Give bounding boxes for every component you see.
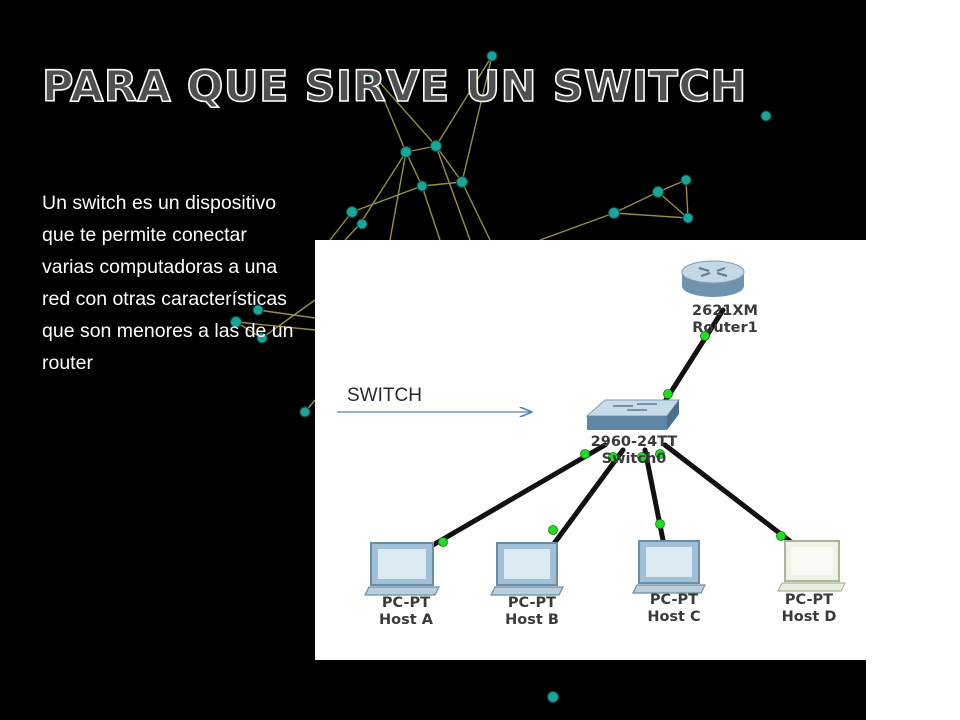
host-model: PC-PT <box>784 592 834 608</box>
host-model: PC-PT <box>381 595 431 611</box>
switch-label: 2960-24TT Switch0 <box>569 434 699 468</box>
host-label: PC-PT Host C <box>629 592 719 626</box>
host-b-icon <box>490 542 564 596</box>
link-switch-host-b <box>550 447 626 548</box>
slide-title: PARA QUE SIRVE UN SWITCH <box>41 61 747 113</box>
router-model: 2621XM <box>692 303 758 319</box>
network-background-graphic <box>230 50 772 703</box>
switch-icon <box>585 399 680 430</box>
host-label: PC-PT Host D <box>763 592 855 626</box>
router-icon <box>681 260 745 297</box>
host-model: PC-PT <box>649 592 699 608</box>
host-name: Host C <box>647 609 701 625</box>
host-model: PC-PT <box>507 595 557 611</box>
host-a-icon <box>364 542 440 596</box>
slide-body-text: Un switch es un dispositivo que te permi… <box>42 192 294 374</box>
router-name: Router1 <box>692 320 758 336</box>
switch-name: Switch0 <box>601 451 667 467</box>
host-label: PC-PT Host B <box>487 595 577 629</box>
host-label: PC-PT Host A <box>361 595 451 629</box>
host-name: Host B <box>505 612 559 628</box>
host-c-icon <box>632 540 706 594</box>
host-name: Host D <box>781 609 837 625</box>
slide-canvas: PARA QUE SIRVE UN SWITCH Un switch es un… <box>0 0 866 720</box>
link-switch-host-d <box>662 442 798 548</box>
link-switch-host-a <box>430 442 608 548</box>
host-d-icon <box>777 540 846 592</box>
topology-links <box>337 260 846 596</box>
switch-annotation-label: SWITCH <box>347 385 422 406</box>
network-topology-diagram: SWITCH 2621XM Router1 2960-24TT Switch0 … <box>315 240 866 660</box>
router-label: 2621XM Router1 <box>679 303 771 337</box>
switch-model: 2960-24TT <box>590 434 678 450</box>
host-name: Host A <box>379 612 433 628</box>
